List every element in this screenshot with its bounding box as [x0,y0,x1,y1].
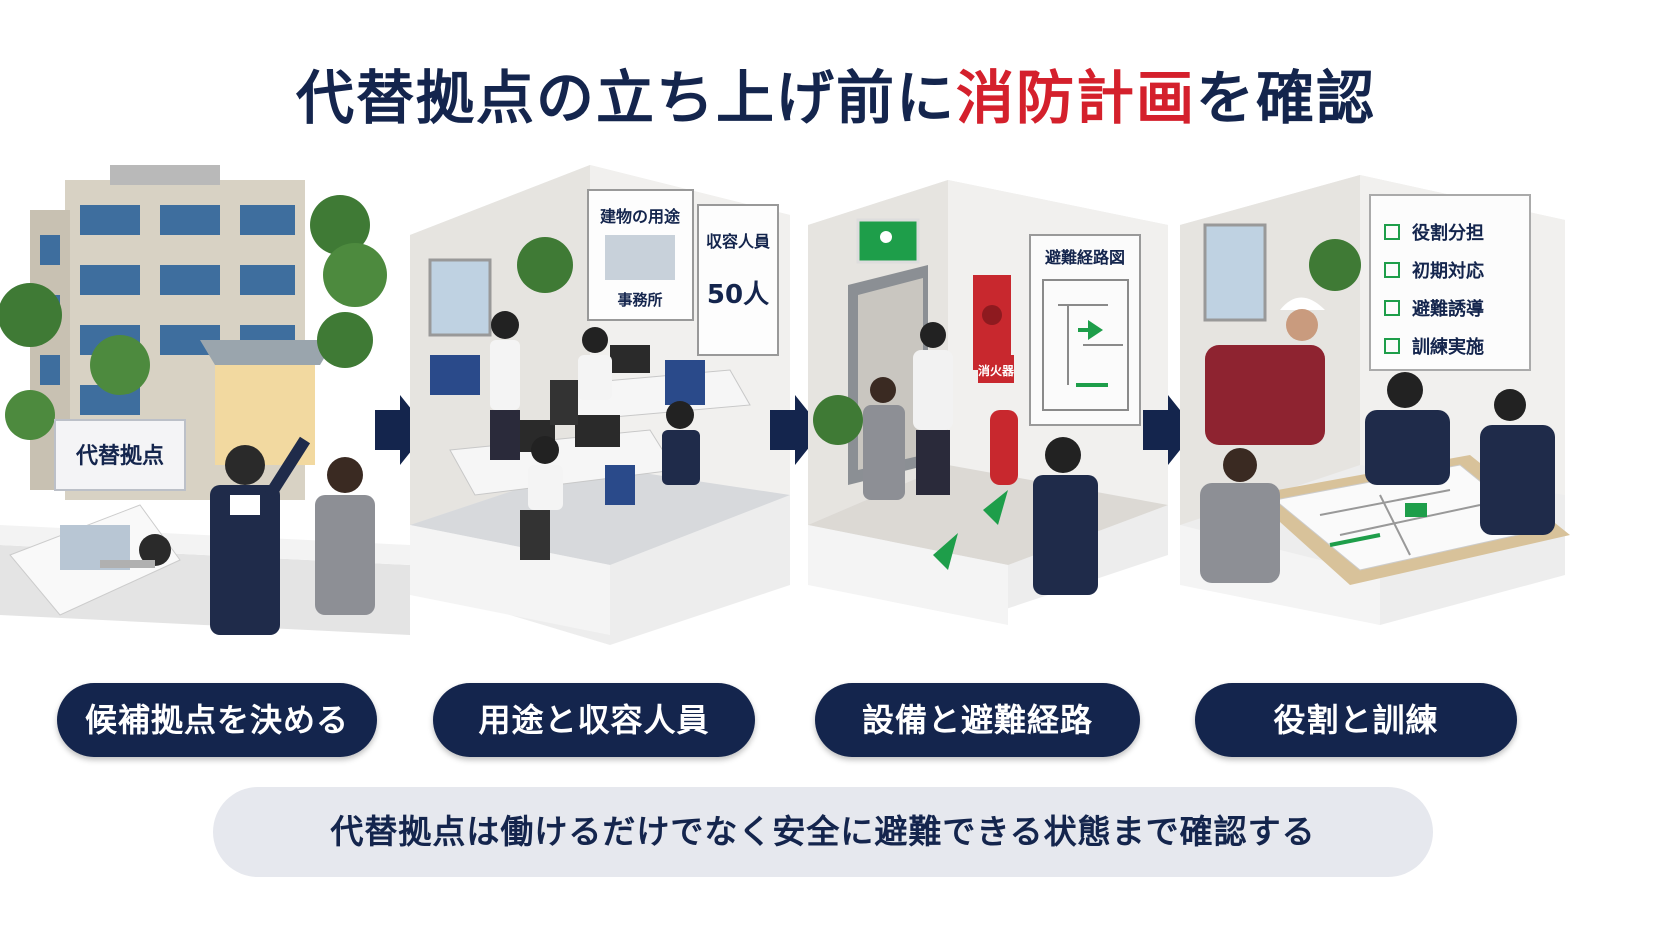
site-sign-text: 代替拠点 [75,443,164,469]
step-label-candidate-site: 候補拠点を決める [57,683,377,757]
checklist-item-3: 避難誘導 [1412,298,1484,320]
board-capacity-title: 収容人員 [706,232,770,251]
candidate-site-illustration: 代替拠点 [0,165,410,635]
panel-candidate-site: 代替拠点 [0,165,410,685]
title-part2: を確認 [1196,64,1377,132]
step-label-use-capacity: 用途と収容人員 [433,683,755,757]
panel-use-capacity: 建物の用途 事務所 収容人員 50人 [410,165,810,685]
board-capacity-value: 50人 [707,280,769,310]
evacuation-illustration: 避難経路図 消火器 [808,180,1168,625]
checklist-item-1: 役割分担 [1412,222,1484,244]
extinguisher-sign-text: 消火器 [978,363,1015,378]
evacuation-map-title: 避難経路図 [1045,248,1125,267]
step-label-equipment-evacuation: 設備と避難経路 [815,683,1140,757]
flow-arrow-3 [1138,395,1198,465]
checklist-item-2: 初期対応 [1412,260,1484,282]
flow-arrow-1 [370,395,430,465]
title-part1: 代替拠点の立ち上げ前に [295,64,956,132]
step-label-roles-training: 役割と訓練 [1195,683,1517,757]
summary-banner: 代替拠点は働けるだけでなく安全に避難できる状態まで確認する [213,787,1433,877]
use-capacity-illustration: 建物の用途 事務所 収容人員 50人 [410,165,790,645]
page-title: 代替拠点の立ち上げ前に消防計画を確認 [0,58,1672,138]
checklist-item-4: 訓練実施 [1412,336,1484,358]
board-use-value: 事務所 [617,291,662,309]
board-use-title: 建物の用途 [600,207,681,226]
panel-equipment-evacuation: 避難経路図 消火器 [808,165,1178,685]
title-accent: 消防計画 [955,64,1196,132]
flow-arrow-2 [765,395,825,465]
roles-training-illustration: 役割分担 初期対応 避難誘導 訓練実施 [1180,175,1570,625]
panel-roles-training: 役割分担 初期対応 避難誘導 訓練実施 [1180,165,1570,685]
